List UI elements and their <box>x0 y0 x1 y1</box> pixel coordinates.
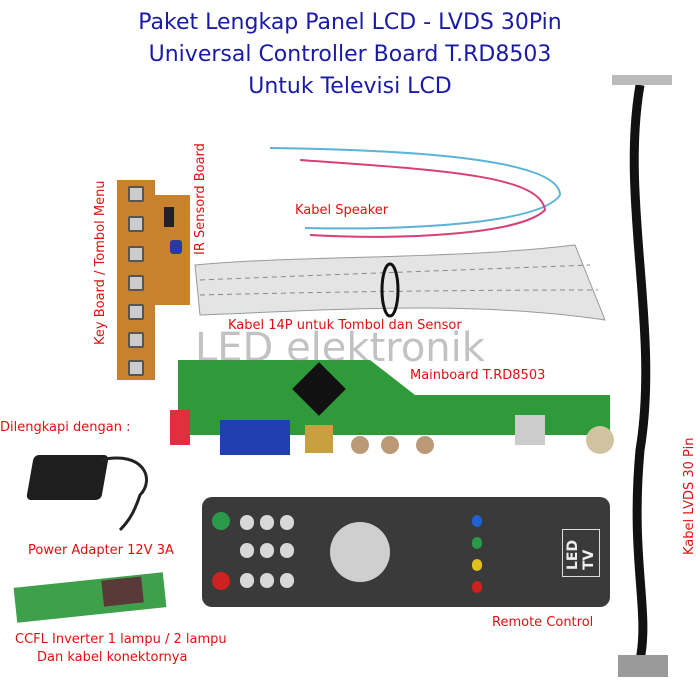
remote-brand: LED TV <box>562 529 600 577</box>
label-inverter-2: Dan kabel konektornya <box>37 650 188 665</box>
label-remote: Remote Control <box>492 615 594 630</box>
cable-tie <box>380 262 400 318</box>
mainboard <box>170 360 614 455</box>
title-line-3: Untuk Televisi LCD <box>248 74 452 99</box>
label-inverter-1: CCFL Inverter 1 lampu / 2 lampu <box>15 632 227 647</box>
adapter-cord <box>99 456 148 532</box>
label-lvds: Kabel LVDS 30 Pin <box>682 437 697 555</box>
dpad <box>330 522 390 582</box>
flat-cable-14p <box>194 244 606 321</box>
label-cable-14p: Kabel 14P untuk Tombol dan Sensor <box>228 318 462 333</box>
watermark: LED elektronik <box>195 325 485 371</box>
keyboard-board <box>117 180 155 380</box>
speaker-cable-blue <box>269 147 562 230</box>
label-keyboard: Key Board / Tombol Menu <box>93 180 108 345</box>
label-included: Dilengkapi dengan : <box>0 420 131 435</box>
ir-sensor-board <box>152 195 190 305</box>
label-speaker: Kabel Speaker <box>295 203 389 218</box>
title-line-1: Paket Lengkap Panel LCD - LVDS 30Pin <box>138 10 562 35</box>
lvds-cable <box>629 84 651 661</box>
remote-control: LED TV <box>202 497 610 607</box>
power-button <box>212 572 230 590</box>
label-adapter: Power Adapter 12V 3A <box>28 543 174 558</box>
label-ir-board: IR Sensord Board <box>193 143 208 255</box>
title-line-2: Universal Controller Board T.RD8503 <box>148 42 552 67</box>
speaker-cable-red <box>299 159 547 238</box>
remote-green-button <box>212 512 230 530</box>
label-mainboard: Mainboard T.RD8503 <box>410 368 546 383</box>
